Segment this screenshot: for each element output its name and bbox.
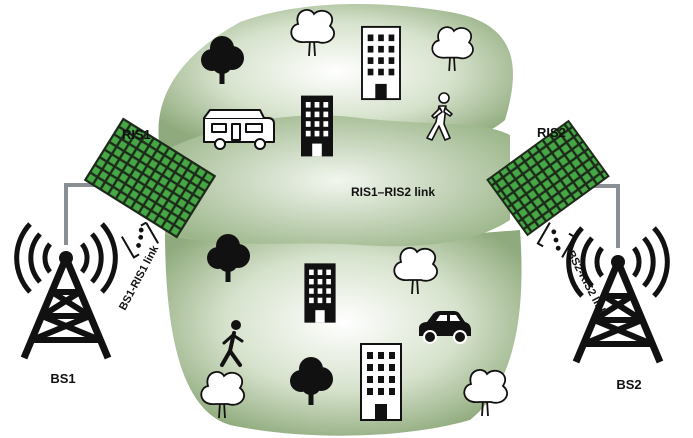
bs2-label: BS2 <box>616 377 641 392</box>
building-icon <box>361 25 401 101</box>
bs1-mast <box>64 183 108 245</box>
building-icon <box>301 95 333 157</box>
bs2-tower-icon <box>569 228 668 362</box>
ris-link-beam <box>165 115 510 247</box>
ris-link-label: RIS1–RIS2 link <box>351 185 435 199</box>
ris2-panel <box>486 119 610 237</box>
building-icon <box>304 263 336 323</box>
bs1-link-symbol <box>121 221 159 259</box>
ris2-label: RIS2 <box>537 125 566 140</box>
bs2-mast <box>590 184 620 248</box>
ris1-label: RIS1 <box>122 127 151 142</box>
lower-beam <box>165 230 522 436</box>
building-icon <box>360 343 402 421</box>
bs1-link-label: BS1-RIS1 link <box>117 243 162 313</box>
ris1-panel <box>83 117 217 239</box>
bs1-label: BS1 <box>50 371 75 386</box>
